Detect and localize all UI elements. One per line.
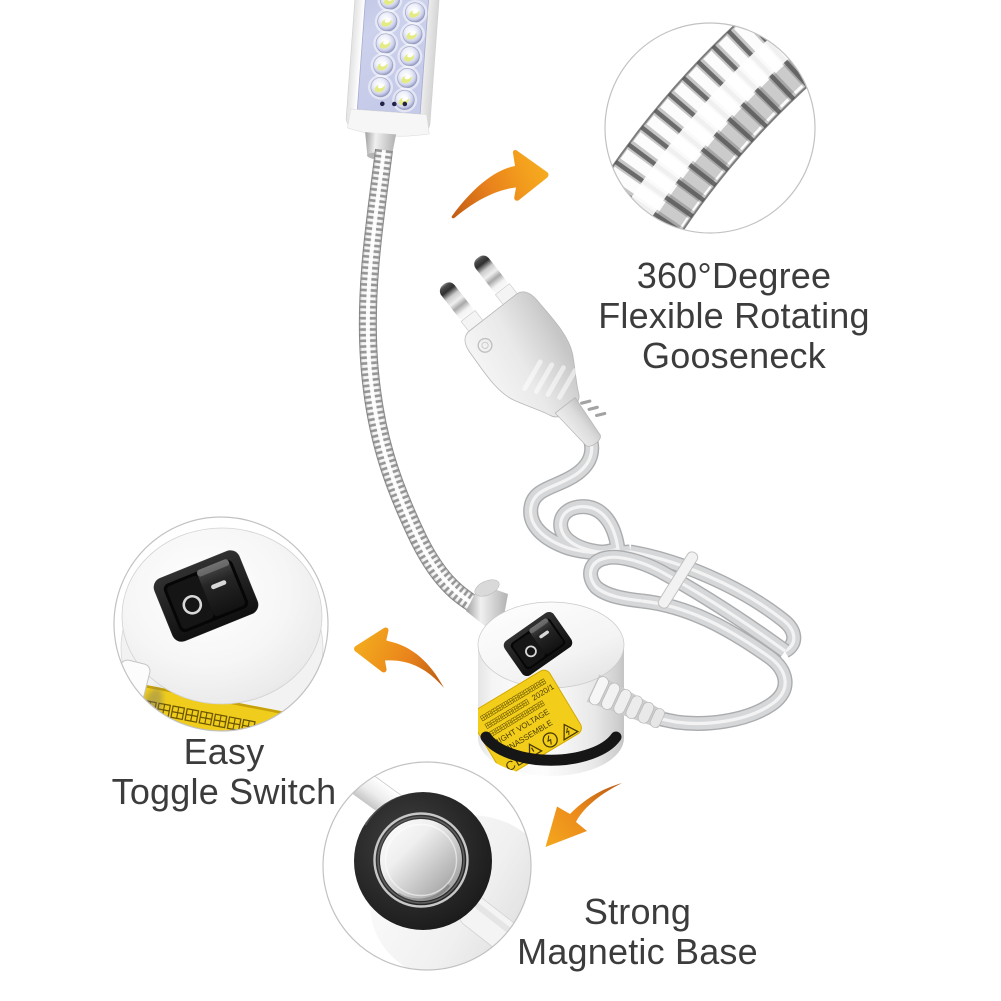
plug-pin-right [474,255,508,294]
cable-tie [657,551,699,609]
callout-switch-line1: Easy [183,731,265,772]
callout-gooseneck-line3: Gooseneck [642,335,826,376]
toggle-switch-large [153,549,259,643]
callout-gooseneck-line2: Flexible Rotating [598,295,870,336]
toggle-switch [503,611,573,677]
gooseneck [358,148,494,621]
label-warning-icons [528,723,580,760]
arrow-to-magnet-inset [545,783,622,847]
magnet-center [380,819,462,901]
led-array [368,0,428,113]
switch-off-marking [182,594,203,615]
cable-strain-relief [586,674,666,729]
label-chinese-row [489,700,545,737]
plug-pin-left [439,282,474,320]
switch-on-marking [539,630,549,639]
callout-switch: Easy Toggle Switch [84,732,364,812]
inset-gooseneck-closeup [604,22,816,234]
arrow-to-gooseneck-inset [451,149,549,219]
power-plug [439,255,607,447]
label-chinese-row [479,678,547,722]
lamp-head [345,0,443,160]
arrow-to-switch-inset [354,627,444,688]
switch-off-marking [525,645,537,658]
inset-circle-outline [604,22,816,234]
magnet-base-unit: 2020/1 RIGHT VOLTAGE UNASSEMBLE CE [466,579,666,776]
callout-gooseneck-line1: 360°Degree [636,255,832,296]
plug-boot [554,397,601,447]
callout-gooseneck: 360°Degree Flexible Rotating Gooseneck [574,256,894,376]
callout-base-line2: Magnetic Base [517,931,758,972]
inset-circle-outline [322,761,532,971]
power-cable [523,433,802,731]
callout-base-line1: Strong [583,891,692,932]
switch-on-marking [211,580,227,590]
label-chinese-row [484,698,530,730]
cable-strands [523,433,802,731]
inset-magnetic-base-closeup [322,761,532,971]
inset-circle-outline [113,516,329,732]
callout-switch-line2: Toggle Switch [111,771,337,812]
callout-base: Strong Magnetic Base [495,892,780,972]
base-bottom-rim [480,731,622,766]
inset-toggle-switch-closeup [113,516,329,732]
